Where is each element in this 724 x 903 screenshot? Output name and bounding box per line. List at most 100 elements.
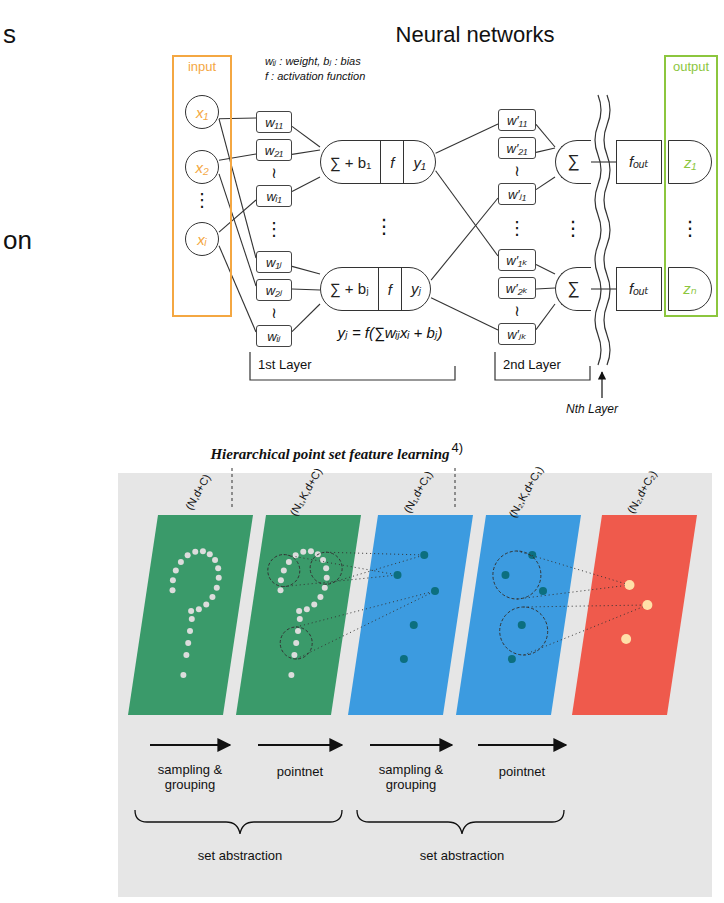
weight-box: wᵢ₁: [256, 185, 292, 207]
point-panel: [572, 515, 697, 715]
node-label: w₁₁: [265, 115, 283, 130]
point-panel: [128, 515, 253, 715]
node-label: z₁: [684, 154, 696, 171]
figure-ground: [118, 473, 712, 897]
brace: [357, 810, 564, 834]
neuron-box: ∑ + b₁fy₁: [320, 140, 436, 184]
layer-label: Nth Layer: [566, 403, 618, 417]
node-label: fₒᵤₜ: [629, 280, 649, 298]
input-node: x₁: [185, 95, 219, 129]
node-label: w′₁₁: [507, 113, 527, 128]
stage-label: set abstraction: [198, 849, 283, 864]
figure-title: Hierarchical point set feature learning: [210, 446, 449, 463]
connector-line: [292, 177, 320, 192]
connector-line: [431, 198, 498, 280]
brace: [135, 810, 342, 834]
step-label: pointnet: [499, 765, 545, 780]
weight-box: w₂₁: [256, 139, 292, 161]
break-mark: ≀: [271, 304, 277, 321]
connector-line: [536, 264, 555, 274]
legend-note: f : activation function: [265, 70, 365, 83]
node-label: w′ⱼ₁: [508, 187, 526, 202]
ellipsis: ⋮: [374, 215, 394, 238]
step-arrow: [150, 744, 230, 746]
ellipsis: ⋮: [680, 217, 700, 240]
node-label: w′₂ₖ: [506, 281, 528, 296]
node-label: ∑ + b₁: [321, 141, 380, 183]
connector-line: [292, 126, 320, 147]
tensor-shape: (N₂,K,d+C₁): [506, 464, 546, 520]
leader-line: [455, 468, 456, 508]
node-label: f: [378, 268, 401, 310]
node-label: ∑: [567, 279, 579, 299]
node-label: ∑ + bⱼ: [321, 268, 378, 310]
stage-label: set abstraction: [420, 849, 505, 864]
diagram-title: Neural networks: [396, 22, 555, 47]
node-label: wᵢⱼ: [267, 329, 280, 344]
point-panel: [456, 515, 581, 715]
connector-line: [219, 174, 256, 286]
input-group: inputx₁x₂xᵢ: [172, 55, 232, 317]
weight-box: w′₁₁: [498, 109, 536, 131]
step-arrow: [370, 744, 452, 746]
output-group: output z₁ zₙ: [664, 55, 718, 317]
weight-box: w′₂₁: [498, 137, 536, 159]
connector-line: [292, 150, 320, 154]
connector-line: [536, 288, 555, 289]
tensor-shape: (N,d+C): [183, 472, 213, 512]
connector-line: [436, 124, 498, 153]
connector-line: [219, 117, 256, 119]
node-label: wᵢ₁: [266, 189, 281, 204]
connector-line: [591, 288, 616, 289]
node-label: fₒᵤₜ: [629, 153, 649, 171]
weight-box: w′₁ₖ: [498, 249, 536, 271]
group-heading: input: [174, 59, 230, 74]
node-label: y₁: [403, 141, 434, 183]
group-heading: output: [666, 59, 716, 74]
pointer-arrow: [601, 372, 602, 398]
connector-line: [292, 266, 320, 274]
connector-line: [436, 171, 498, 256]
ellipsis: ⋮: [563, 217, 583, 240]
layer-label: 2nd Layer: [503, 358, 561, 373]
break-mark: ≀: [271, 164, 277, 181]
tensor-shape: (N₂,d+C₂): [625, 468, 660, 515]
node-label: x₁: [196, 104, 208, 121]
layer-bracket: [495, 352, 590, 380]
break-mark: ≀: [514, 162, 520, 179]
output-node: z₁: [668, 140, 712, 184]
weight-box: w′₂ₖ: [498, 277, 536, 299]
input-node: x₂: [185, 150, 219, 184]
sum-box: ∑: [555, 140, 591, 184]
side-text: s: [3, 20, 16, 50]
ellipsis: ⋮: [265, 219, 283, 240]
activation-box: fₒᵤₜ: [616, 140, 662, 184]
connector-line: [536, 124, 555, 147]
weight-box: w₂ⱼ: [256, 279, 292, 301]
connector-line: [536, 304, 555, 330]
connector-line: [292, 304, 320, 332]
connector-line: [536, 177, 555, 190]
ellipsis: ⋮: [508, 218, 526, 239]
point-panel: [236, 515, 361, 715]
reference-number: 4): [452, 441, 464, 456]
point-panel: [348, 515, 473, 715]
layer-break: [595, 95, 601, 365]
node-label: x₂: [195, 159, 208, 176]
step-label: pointnet: [277, 765, 323, 780]
connector-line: [292, 289, 320, 290]
tensor-shape: (N₁,d+C₁): [401, 469, 435, 515]
node-label: zₙ: [683, 280, 696, 298]
step-label: sampling & grouping: [148, 763, 232, 793]
connector-line: [219, 119, 256, 258]
weight-box: w₁₁: [256, 111, 292, 133]
connector-line: [591, 161, 616, 162]
tensor-shape: (N₁,K,d+C): [287, 466, 324, 518]
step-arrow: [478, 744, 566, 746]
activation-box: fₒᵤₜ: [616, 267, 662, 311]
connector-line: [536, 148, 555, 152]
node-label: w₁ⱼ: [266, 255, 282, 270]
node-label: ∑: [567, 152, 579, 172]
layer-label: 1st Layer: [258, 358, 311, 373]
layer-bracket: [250, 352, 455, 380]
